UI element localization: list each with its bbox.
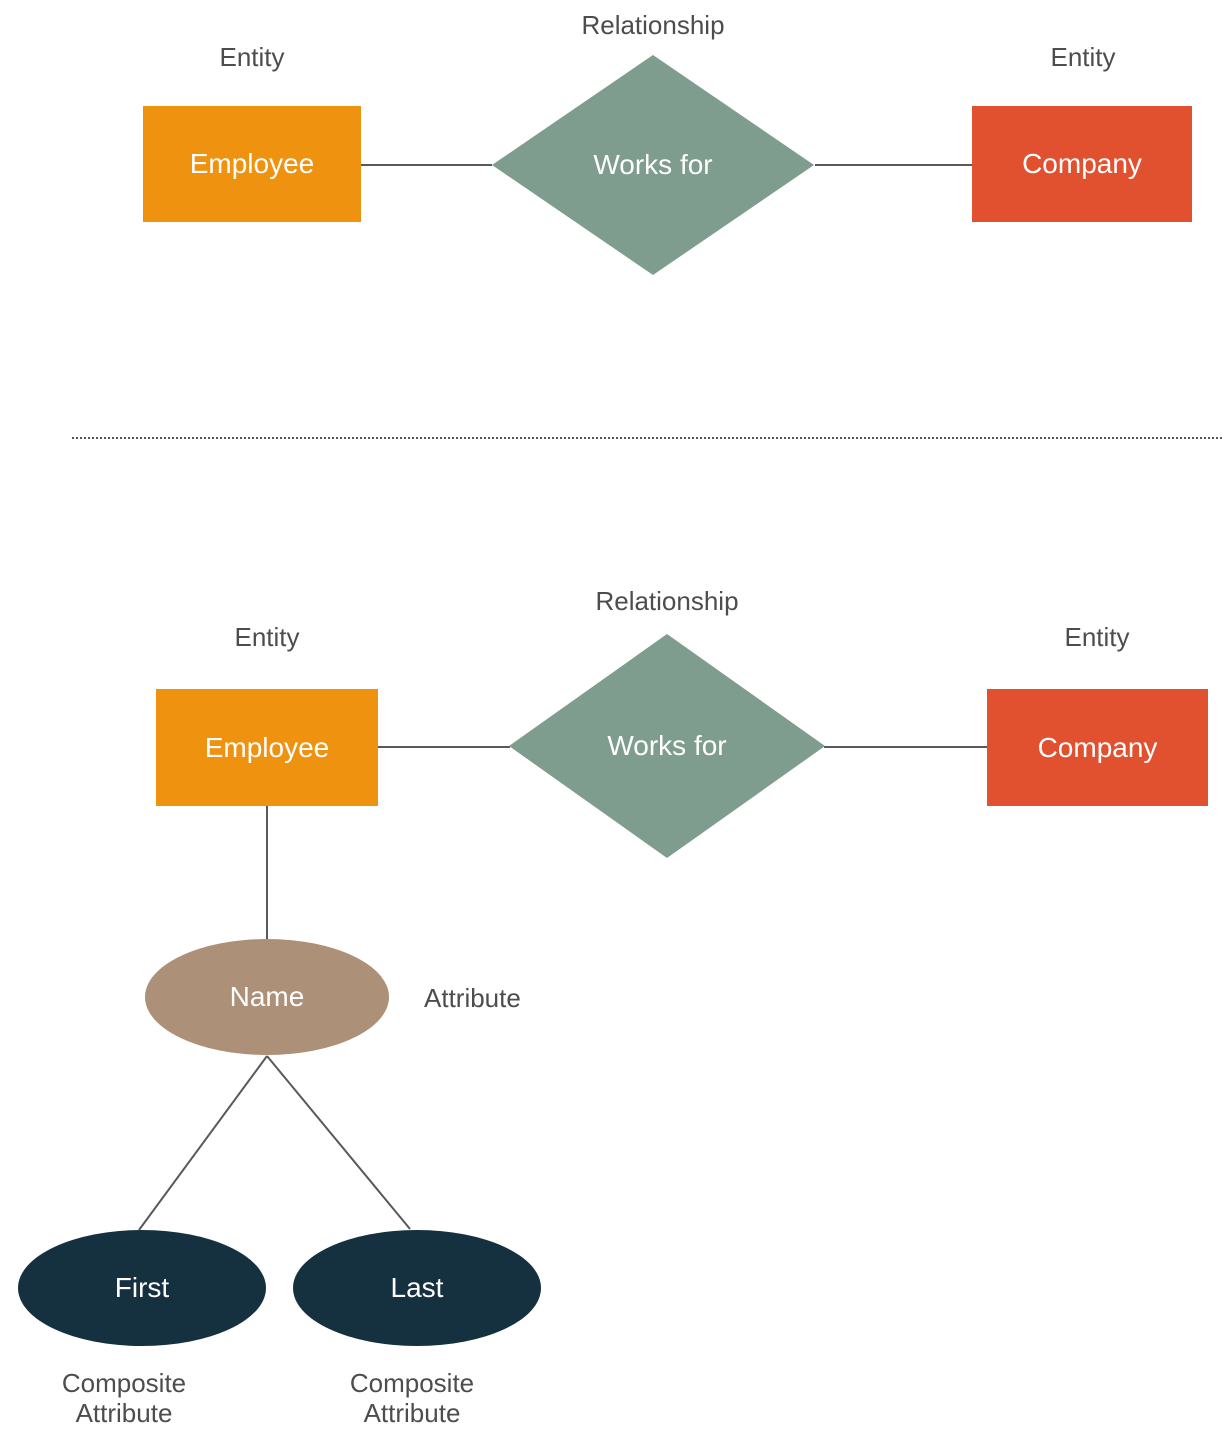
works-for-relationship-node-top: Works for — [492, 55, 814, 275]
first-composite-attribute-node: First — [18, 1230, 266, 1346]
entity-caption-top-right: Entity — [1050, 42, 1116, 72]
composite-attribute-caption-first: Composite Attribute — [61, 1368, 187, 1428]
attribute-caption: Attribute — [424, 983, 521, 1013]
works-for-relationship-label-top: Works for — [593, 149, 713, 180]
employee-entity-node-top: Employee — [143, 106, 361, 222]
employee-entity-node-bottom: Employee — [156, 689, 378, 806]
connector-name-first — [138, 1055, 268, 1231]
name-attribute-node: Name — [145, 939, 389, 1055]
works-for-relationship-node-bottom: Works for — [509, 634, 825, 858]
relationship-caption-bottom: Relationship — [595, 586, 739, 616]
entity-caption-bottom-left: Entity — [234, 622, 300, 652]
works-for-relationship-label-bottom: Works for — [607, 730, 727, 761]
composite-attribute-caption-last: Composite Attribute — [349, 1368, 475, 1428]
employee-entity-label-top: Employee — [189, 148, 315, 179]
company-entity-label-bottom: Company — [1037, 731, 1158, 763]
last-composite-attribute-label: Last — [390, 1272, 444, 1303]
last-composite-attribute-node: Last — [293, 1230, 541, 1346]
entity-caption-bottom-right: Entity — [1064, 622, 1130, 652]
name-attribute-label: Name — [229, 981, 305, 1012]
section-divider — [72, 437, 1222, 439]
first-composite-attribute-label: First — [114, 1272, 170, 1303]
company-entity-node-top: Company — [972, 106, 1192, 222]
connector-name-last — [266, 1055, 411, 1230]
company-entity-node-bottom: Company — [987, 689, 1208, 806]
entity-caption-top-left: Entity — [219, 42, 285, 72]
relationship-caption-top: Relationship — [581, 10, 725, 40]
employee-entity-label-bottom: Employee — [204, 731, 330, 763]
company-entity-label-top: Company — [1022, 148, 1142, 179]
